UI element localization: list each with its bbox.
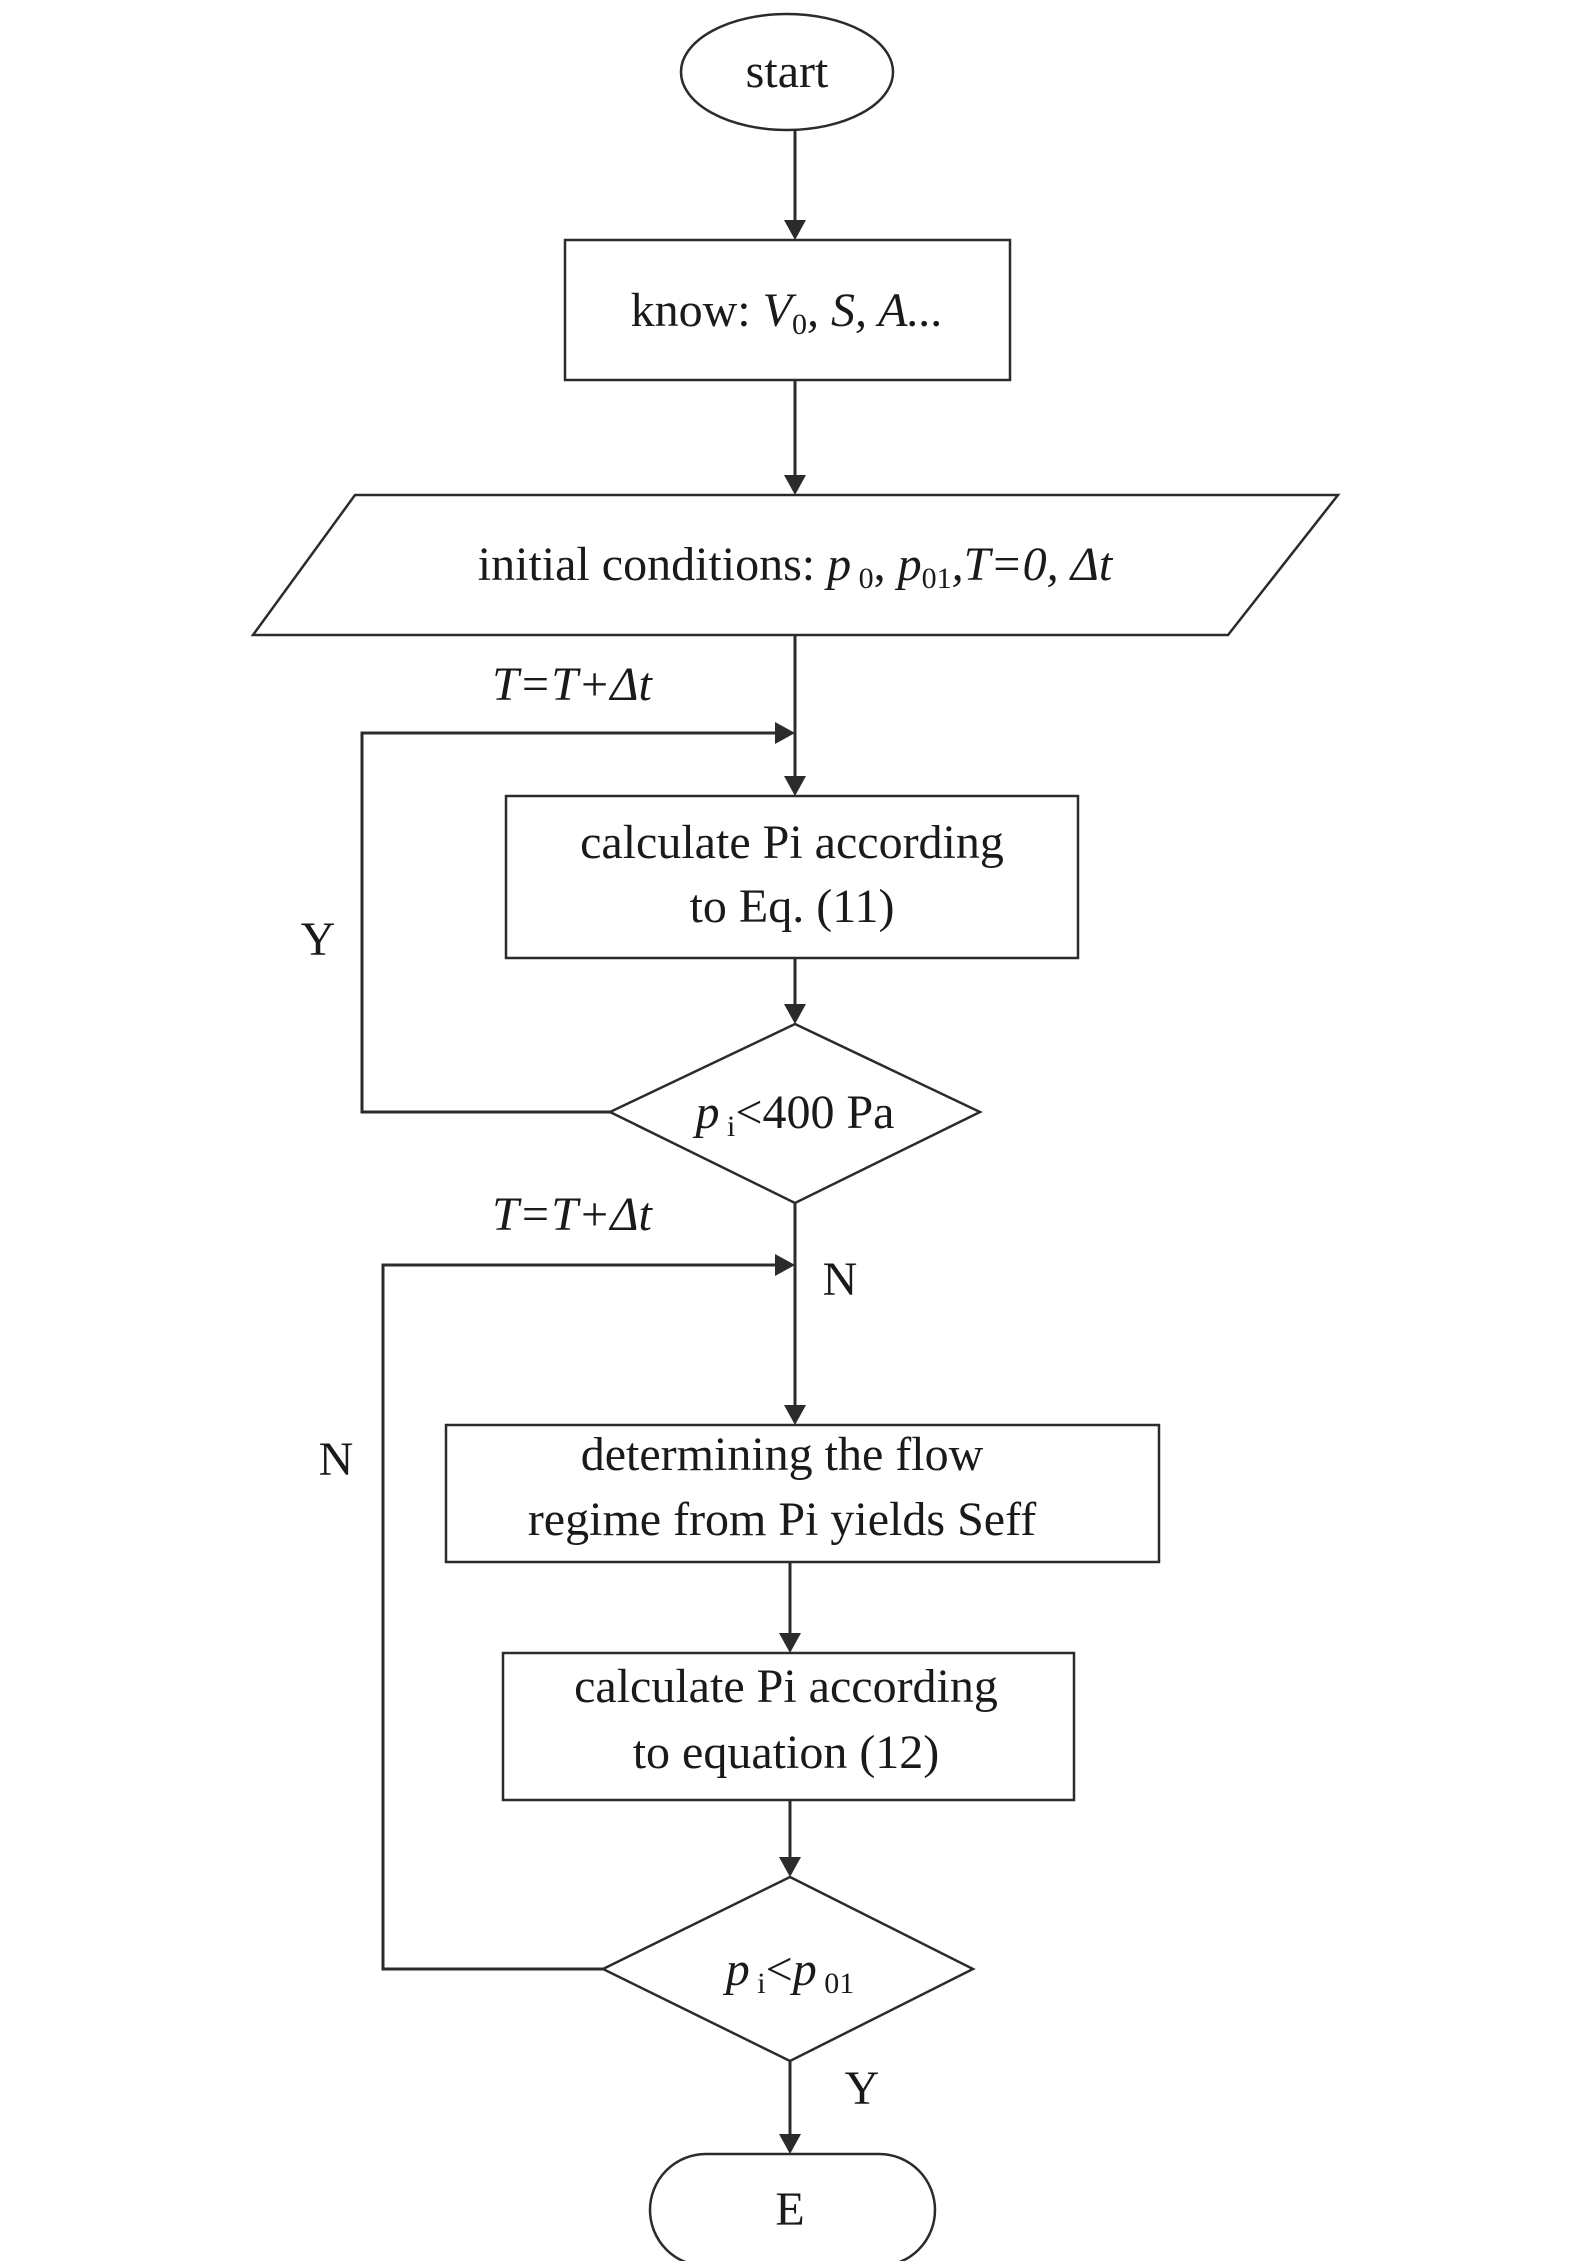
- arrowhead: [784, 1004, 806, 1024]
- calc2-line1: calculate Pi according: [574, 1660, 998, 1713]
- arrowhead: [775, 722, 795, 744]
- end-label: E: [775, 2183, 804, 2236]
- decision2-label: p i<p 01: [723, 1943, 854, 2000]
- determine-flow-regime-box: [444, 1423, 1161, 1564]
- calc2-line2: to equation (12): [633, 1726, 940, 1779]
- loop1-yes-return-line: [360, 731, 778, 1114]
- calculate-pi-eq11-box: [504, 794, 1080, 960]
- arrowhead: [784, 1405, 806, 1425]
- arrowhead: [779, 1857, 801, 1877]
- loop2-no-return-line: [381, 1263, 778, 1971]
- loop2-update-label: T=T+Δt: [492, 1188, 653, 1241]
- calc1-line2: to Eq. (11): [690, 880, 895, 933]
- determine-line1: determining the flow: [581, 1428, 984, 1481]
- calculate-pi-eq12-box: [501, 1651, 1076, 1802]
- known-parameters-label: know: V0, S, A...: [631, 284, 944, 341]
- determine-line2: regime from Pi yields Seff: [528, 1493, 1036, 1546]
- initial-conditions-parallelogram: [250, 493, 1341, 637]
- calc1-line1: calculate Pi according: [580, 816, 1004, 869]
- end-terminal: [648, 2152, 937, 2261]
- loop2-yes-label: Y: [845, 2062, 880, 2115]
- arrowhead: [784, 220, 806, 240]
- loop1-update-label: T=T+Δt: [492, 658, 653, 711]
- arrowhead: [779, 1633, 801, 1653]
- loop1-no-label: N: [823, 1253, 858, 1306]
- initial-conditions-label: initial conditions: p 0, p01,T=0, Δt: [478, 538, 1114, 595]
- loop1-yes-label: Y: [301, 913, 336, 966]
- arrowhead: [775, 1254, 795, 1276]
- arrowhead: [784, 776, 806, 796]
- start-terminal: [679, 12, 895, 132]
- start-label: start: [746, 45, 829, 98]
- known-parameters-box: [563, 238, 1012, 382]
- arrowhead: [779, 2134, 801, 2154]
- arrowhead: [784, 475, 806, 495]
- decision1-label: p i<400 Pa: [693, 1086, 895, 1143]
- loop2-no-label: N: [319, 1433, 354, 1486]
